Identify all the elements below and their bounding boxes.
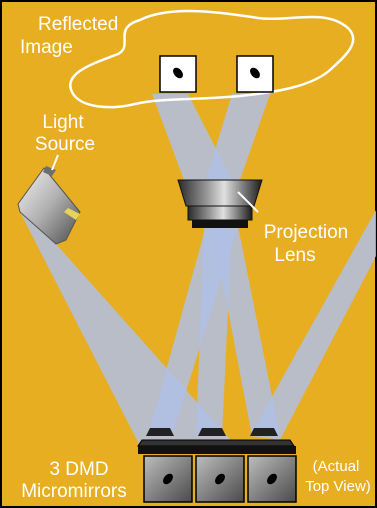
lens-pointer [237,191,259,213]
dmd-label-line1: 3 DMD [49,459,108,480]
off-state-beam [250,210,376,440]
dmd-assembly [137,428,296,454]
top-view-label-line2: Top View) [305,478,371,495]
dmd-label-line2: Micromirrors [21,481,127,502]
projection-lens-label-line1: Projection [264,222,349,243]
projection-lens-label-line2: Lens [274,245,315,266]
light-source-icon [17,166,81,245]
projection-lens-icon [177,179,263,228]
reflected-image-label-line2: Image [20,37,73,58]
micromirror-1-icon [143,455,193,503]
micromirror-2-icon [195,455,245,503]
micromirror-top-view [143,455,297,503]
light-beams [20,94,376,446]
upper-beam-right [206,94,270,180]
reflected-image-outline [69,9,355,109]
light-source-label-line1: Light [42,112,84,133]
light-source-pointer [51,154,59,171]
image-pixel-right [236,55,274,93]
upper-beam-left [152,94,232,180]
micromirror-3-icon [247,455,297,503]
image-pixel-left [159,55,197,93]
light-source-label-line2: Source [35,134,95,155]
reflected-image-label-line1: Reflected [38,14,118,35]
reflected-beam-right [212,226,280,436]
top-view-label-line1: (Actual [313,458,360,475]
